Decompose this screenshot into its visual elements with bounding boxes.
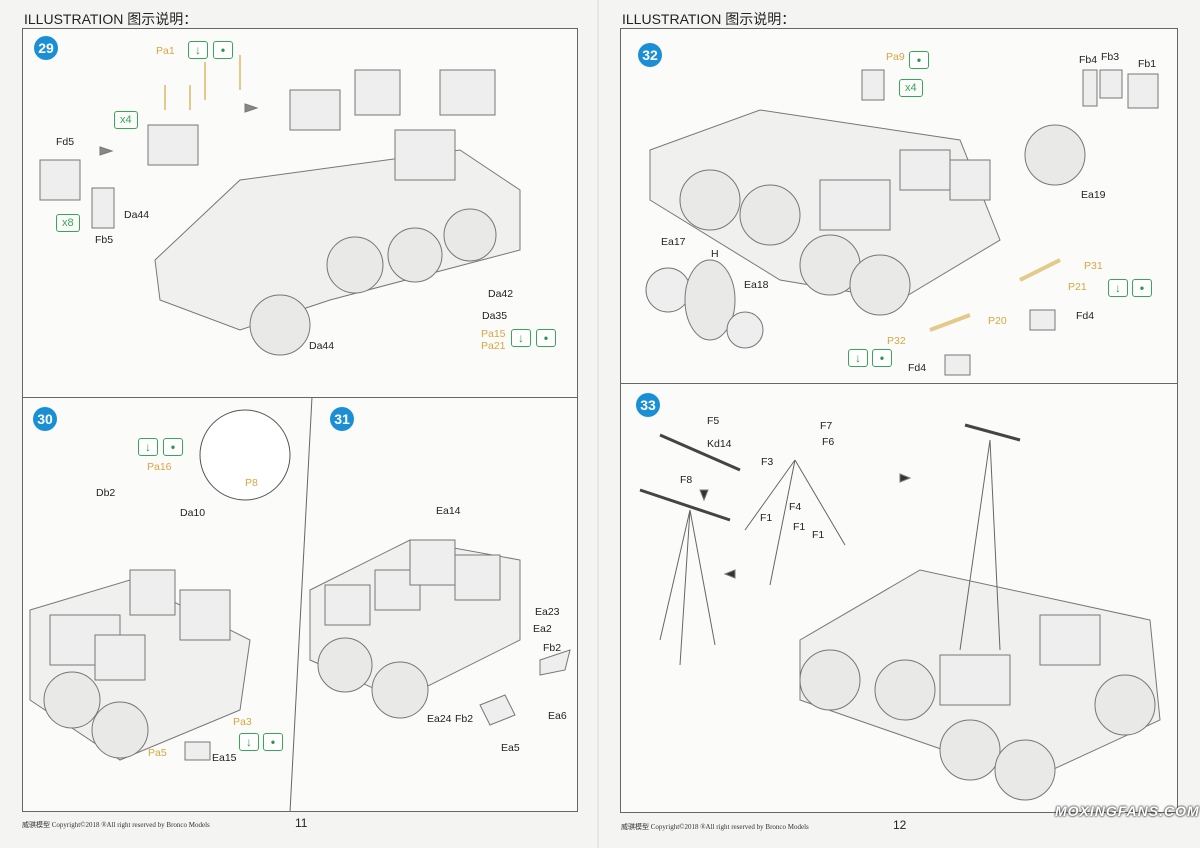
part-label: Fd4 [908, 362, 927, 374]
part-label: F8 [680, 474, 693, 486]
step-divider [289, 396, 313, 813]
part-label: Kd14 [707, 438, 732, 450]
part-label: Ea5 [501, 742, 520, 754]
part-label: F1 [760, 512, 773, 524]
part-label: Ea24 [427, 713, 452, 725]
glue-icon: ↓ [848, 349, 868, 367]
page-heading-right: ILLUSTRATION 图示说明： [622, 11, 796, 27]
part-label: P8 [245, 477, 258, 489]
page-heading-left: ILLUSTRATION 图示说明： [24, 11, 198, 27]
step-number-31: 31 [330, 407, 354, 431]
part-label: Da10 [180, 507, 206, 519]
quantity-badge: x4 [114, 111, 138, 129]
part-label: Fb2 [543, 642, 562, 654]
paint-icon: • [1132, 279, 1152, 297]
part-label: F3 [761, 456, 774, 468]
part-label: P32 [887, 335, 906, 347]
part-label: P21 [1068, 281, 1087, 293]
quantity-badge: x4 [899, 79, 923, 97]
part-label: F7 [820, 420, 833, 432]
part-label: Ea19 [1081, 189, 1106, 201]
part-label: H [711, 248, 719, 260]
page-number-right: 12 [893, 818, 907, 832]
part-label: Da44 [309, 340, 335, 352]
part-label: Pa1 [156, 45, 175, 57]
part-label: Da42 [488, 288, 514, 300]
glue-icon: ↓ [188, 41, 208, 59]
part-label: Pa5 [148, 747, 167, 759]
part-label: Db2 [96, 487, 116, 499]
part-label: Fb1 [1138, 58, 1157, 70]
glue-icon: ↓ [239, 733, 259, 751]
page-gutter [597, 0, 599, 848]
part-label: Fb5 [95, 234, 114, 246]
part-label: F5 [707, 415, 720, 427]
vehicle-drawing-33 [639, 423, 1161, 801]
part-label: Pa3 [233, 716, 252, 728]
paint-icon: • [909, 51, 929, 69]
part-label: Da35 [482, 310, 508, 322]
step-number-33: 33 [636, 393, 660, 417]
copyright-right: 威骐模型 Copyright©2018 ®All right reserved … [621, 823, 809, 831]
part-label: Ea18 [744, 279, 769, 291]
part-label: Ea15 [212, 752, 237, 764]
step-number-32: 32 [638, 43, 662, 67]
page-number-left: 11 [295, 816, 308, 830]
part-label: Fd5 [56, 136, 75, 148]
part-label: Da44 [124, 209, 150, 221]
vehicle-drawing-30 [29, 409, 291, 761]
part-label: Fb2 [455, 713, 474, 725]
part-label: Fb3 [1101, 51, 1120, 63]
glue-icon: ↓ [511, 329, 531, 347]
part-label: F6 [822, 436, 835, 448]
paint-icon: • [263, 733, 283, 751]
part-label: Fb4 [1079, 54, 1098, 66]
glue-icon: ↓ [1108, 279, 1128, 297]
part-label: Pa21 [481, 340, 506, 352]
vehicle-drawing-31 [309, 539, 571, 726]
paint-icon: • [163, 438, 183, 456]
paint-icon: • [213, 41, 233, 59]
vehicle-drawing-29 [39, 55, 521, 356]
part-label: Ea14 [436, 505, 461, 517]
part-label: Pa15 [481, 328, 506, 340]
step-number-30: 30 [33, 407, 57, 431]
part-label: Ea23 [535, 606, 560, 618]
part-label: F4 [789, 501, 802, 513]
glue-icon: ↓ [138, 438, 158, 456]
part-label: Fd4 [1076, 310, 1095, 322]
vehicle-drawing-32 [645, 69, 1159, 376]
copyright-left: 威骐模型 Copyright©2018 ®All right reserved … [22, 821, 210, 829]
paint-icon: • [536, 329, 556, 347]
part-label: Ea6 [548, 710, 567, 722]
step-number-29: 29 [34, 36, 58, 60]
part-label: P20 [988, 315, 1007, 327]
part-label: Ea2 [533, 623, 552, 635]
part-label: Ea17 [661, 236, 686, 248]
watermark: MOXINGFANS.COM [1055, 803, 1200, 819]
part-label: Pa16 [147, 461, 172, 473]
part-label: F1 [793, 521, 806, 533]
part-label: P31 [1084, 260, 1103, 272]
quantity-badge: x8 [56, 214, 80, 232]
part-label: Pa9 [886, 51, 905, 63]
part-label: F1 [812, 529, 825, 541]
paint-icon: • [872, 349, 892, 367]
